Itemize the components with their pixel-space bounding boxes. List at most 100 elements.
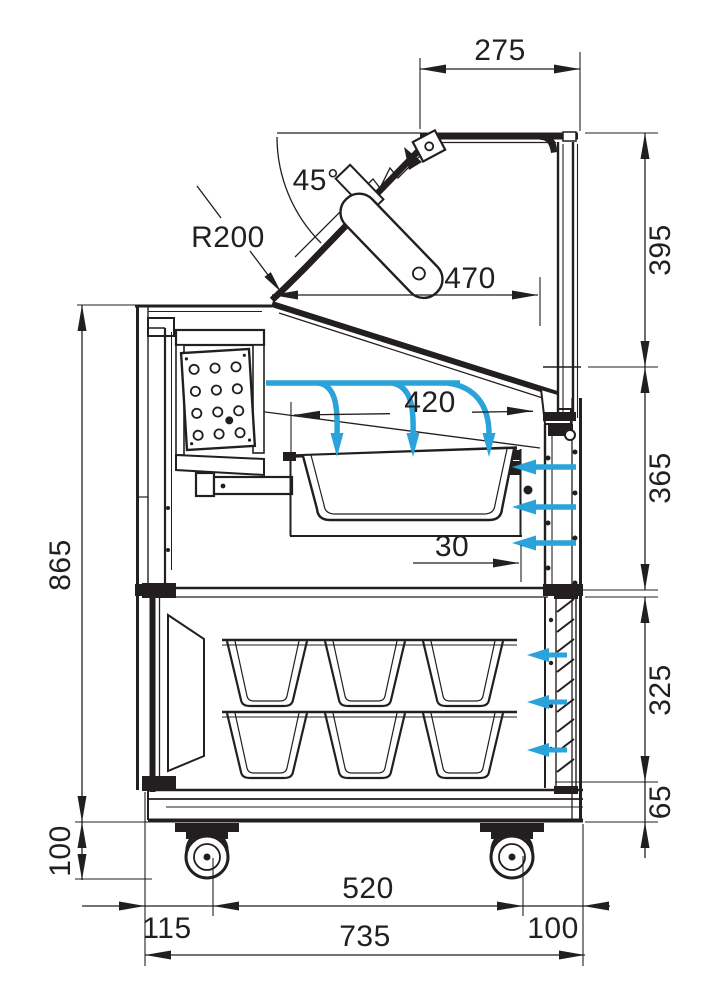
airflow-branch	[317, 380, 340, 435]
airflow-arrow-left	[512, 535, 536, 551]
airflow-arrow-left-lower	[527, 743, 549, 757]
dim-lower-section-height: 325	[555, 596, 677, 783]
flap-lift-arm	[334, 163, 444, 300]
door-hinge-bottom	[142, 776, 176, 791]
glass-top-clamp	[562, 131, 577, 142]
glass-top-corner	[540, 133, 557, 153]
dim-label: 30	[435, 530, 469, 563]
airflow-arrow-left-lower	[527, 695, 549, 709]
evaporator-housing	[174, 328, 294, 498]
pan-inner-wall	[310, 448, 508, 515]
dim-rear-gap: 30	[413, 530, 522, 582]
grille-holes	[188, 361, 246, 441]
gastronorm-pan	[293, 446, 518, 522]
dim-top-width: 275	[419, 34, 581, 131]
dim-label: 470	[444, 262, 496, 295]
lid-hinge	[404, 128, 447, 170]
dim-label: R200	[191, 221, 265, 254]
dim-label: 325	[644, 664, 677, 716]
pan-outer-wall	[301, 448, 516, 522]
caster-fork	[185, 829, 229, 852]
hinge-wedge	[404, 147, 422, 170]
glass-flap-open-position	[269, 138, 431, 303]
storage-bin	[421, 640, 505, 708]
arm-pivot-hole	[412, 266, 426, 281]
support-block	[194, 471, 216, 498]
dim-label: 395	[644, 224, 677, 276]
pan-rim	[293, 446, 518, 458]
caster-plate	[480, 823, 544, 832]
rear-wall	[135, 304, 272, 790]
storage-bin	[323, 640, 407, 708]
airflow	[266, 380, 576, 757]
arm-body	[339, 192, 444, 300]
door-hinge-top	[142, 583, 176, 598]
dim-total-depth: 735	[145, 920, 585, 960]
airflow-arrow-down	[482, 433, 496, 457]
front-glass	[540, 131, 581, 418]
dim-upper-depth: 470	[272, 262, 541, 326]
housing-top-bar	[174, 328, 266, 347]
air-guide-line	[249, 409, 541, 449]
dim-label: 865	[44, 539, 77, 591]
perforated-grille	[179, 347, 257, 452]
grille-plug	[225, 416, 234, 425]
lower-compartment	[142, 583, 583, 792]
dim-display-depth: 420	[290, 386, 534, 459]
airflow-branch	[391, 380, 416, 435]
canopy-outer	[271, 301, 558, 397]
dim-label: 520	[342, 872, 394, 905]
dim-caster-height: 100	[44, 822, 152, 880]
rear-top-notch	[147, 317, 175, 337]
display-well	[283, 446, 522, 537]
dimensions: 275 45° R200 470 420	[44, 34, 677, 966]
dim-lid-angle: 45°	[276, 136, 339, 244]
dim-glass-height: 395	[585, 132, 677, 368]
airflow-arrow-left	[512, 459, 536, 475]
storage-bin	[421, 712, 505, 780]
storage-bins-row-1	[225, 640, 505, 708]
dim-well-section-height: 365	[560, 367, 677, 591]
canopy-inner	[278, 312, 553, 402]
dim-label: 365	[644, 452, 677, 504]
dim-base-height: 65	[585, 782, 677, 858]
housing-bottom-bar	[175, 453, 265, 477]
dim-label: 735	[339, 920, 391, 953]
middle-deck	[135, 584, 583, 598]
dim-body-height: 865	[44, 304, 152, 880]
dim-label: 65	[644, 785, 677, 819]
dim-label: 115	[142, 912, 191, 945]
support-arm	[212, 475, 294, 496]
caster-front	[480, 823, 544, 880]
pan-clip-left	[283, 452, 296, 461]
caster-axle	[508, 853, 516, 861]
dim-label: 420	[404, 386, 456, 419]
wall-fastener-ring	[564, 429, 576, 441]
dim-label: 275	[474, 34, 526, 67]
base-plinth	[147, 790, 583, 823]
airflow-arrow-left-lower	[527, 648, 549, 662]
top-lid	[277, 132, 578, 144]
front-vent-grille	[548, 588, 578, 794]
dim-label: 100	[527, 912, 579, 945]
airflow-arrow-down	[330, 433, 344, 457]
wall-screw-large	[523, 485, 533, 495]
caster-rear	[175, 823, 239, 880]
storage-bin	[323, 712, 407, 780]
caster-fork	[490, 829, 534, 852]
front-wall-top-block	[543, 412, 576, 421]
dim-glass-radius: R200	[191, 185, 281, 292]
dim-label: 100	[44, 825, 77, 877]
hinge-pin	[424, 141, 435, 152]
airflow-arrow-down	[406, 433, 420, 457]
airflow-branch	[447, 380, 492, 435]
storage-bin	[225, 712, 309, 780]
rear-door	[142, 583, 205, 792]
storage-bins-row-2	[225, 712, 505, 780]
caster-axle	[203, 853, 211, 861]
grille-plate	[179, 347, 257, 452]
dim-bottom-chain: 115 520 100	[82, 792, 610, 966]
storage-bin	[225, 640, 309, 708]
